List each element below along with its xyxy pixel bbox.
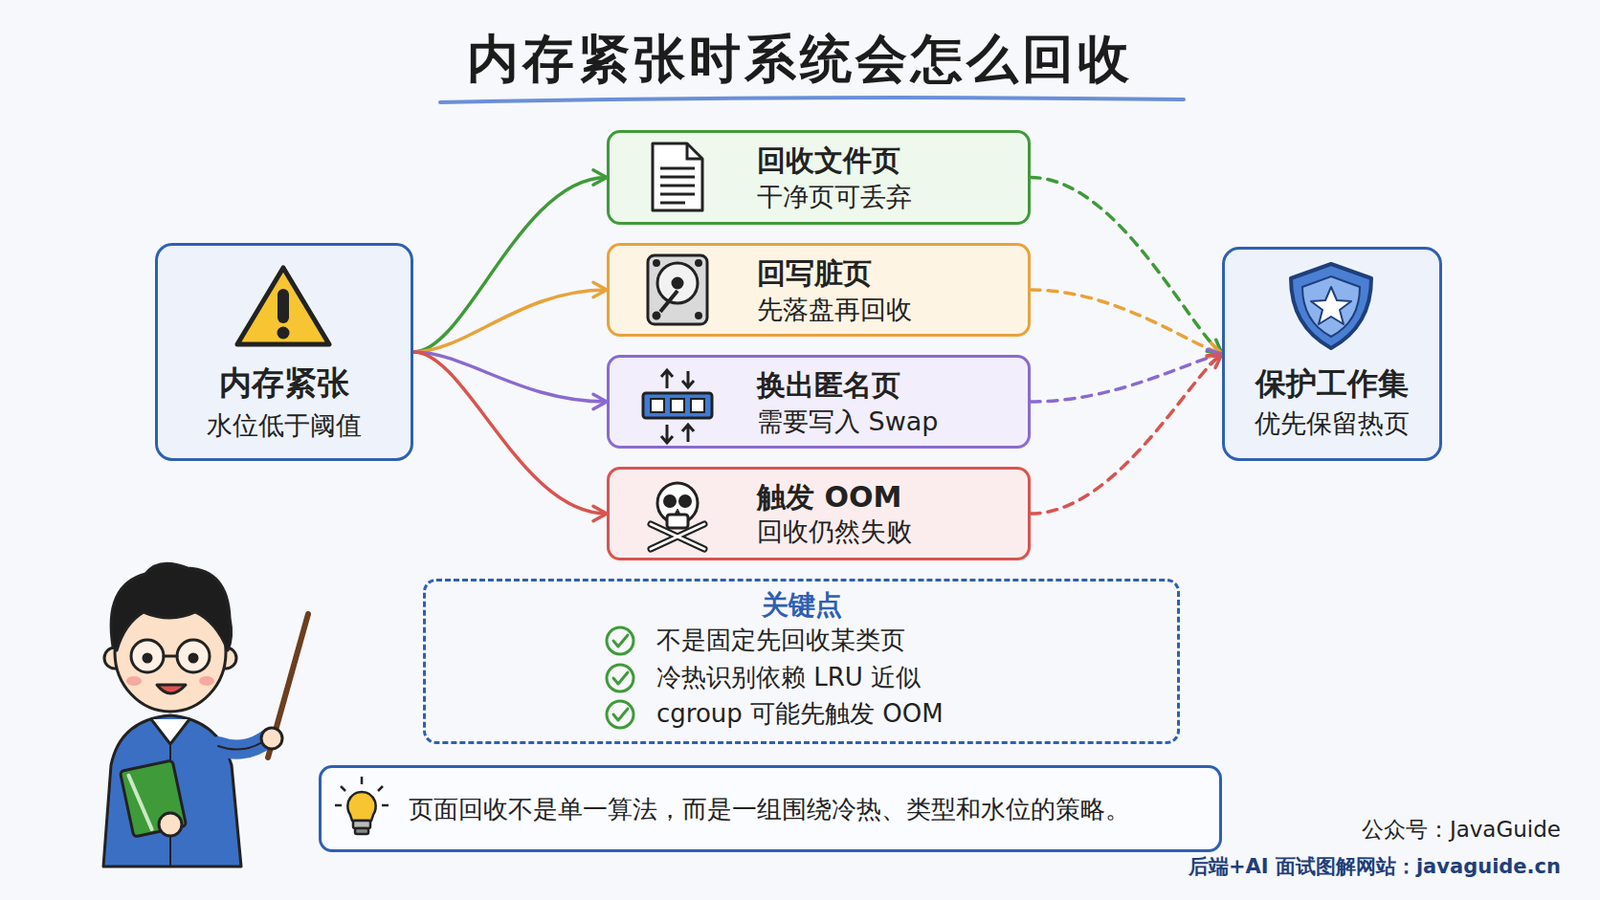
summary-box: 页面回收不是单一算法，而是一组围绕冷热、类型和水位的策略。 (318, 765, 1223, 853)
node-text: 水位低于阈值 (157, 408, 411, 443)
dashed-arrow (1030, 354, 1223, 514)
flow-arrow (413, 352, 607, 410)
dashed-arrow (1030, 177, 1223, 356)
action-box: 回写脏页先落盘再回收 (606, 243, 1031, 337)
node-text: 优先保留热页 (1224, 406, 1440, 441)
goal-box: 保护工作集优先保留热页 (1222, 246, 1443, 462)
node-text: 需要写入 Swap (756, 404, 939, 439)
node-heading: 内存紧张 (157, 361, 411, 404)
node-heading: 触发 OOM (756, 478, 902, 516)
keypoint-box: 关键点不是固定先回收某类页冷热识别依赖 LRU 近似cgroup 可能先触发 O… (422, 578, 1180, 745)
node-text: 干净页可丢弃 (756, 179, 912, 214)
node-text: 不是固定先回收某类页 (656, 624, 906, 658)
status-box: 内存紧张水位低于阈值 (155, 243, 414, 462)
node-text: 先落盘再回收 (756, 292, 912, 327)
dashed-arrow (1030, 349, 1223, 402)
action-box: 触发 OOM回收仍然失败 (606, 466, 1031, 561)
diagram-title: 内存紧张时系统会怎么回收 (0, 24, 1600, 95)
flow-arrow (413, 170, 607, 353)
check-icon (606, 627, 634, 729)
node-heading: 保护工作集 (1224, 364, 1440, 405)
title-underline (440, 97, 1184, 103)
dashed-arrow (1030, 289, 1223, 357)
teacher-illustration (103, 563, 309, 867)
node-text: 回收仍然失败 (756, 514, 912, 549)
node-heading: 回写脏页 (756, 254, 872, 292)
action-box: 换出匿名页需要写入 Swap (606, 355, 1031, 449)
node-heading: 页面回收不是单一算法，而是一组围绕冷热、类型和水位的策略。 (408, 794, 1131, 827)
node-heading: 关键点 (425, 588, 1178, 623)
node-text: cgroup 可能先触发 OOM (656, 698, 944, 732)
node-text: 冷热识别依赖 LRU 近似 (656, 662, 921, 695)
footer-label: 后端+AI 面试图解网站：javaguide.cn (1188, 853, 1561, 881)
node-heading: 回收文件页 (756, 141, 901, 179)
action-box: 回收文件页干净页可丢弃 (606, 130, 1031, 225)
node-heading: 换出匿名页 (756, 366, 901, 404)
footer-label: 公众号：JavaGuide (1361, 815, 1561, 845)
flow-arrow (413, 282, 607, 353)
flow-arrow (413, 352, 607, 522)
